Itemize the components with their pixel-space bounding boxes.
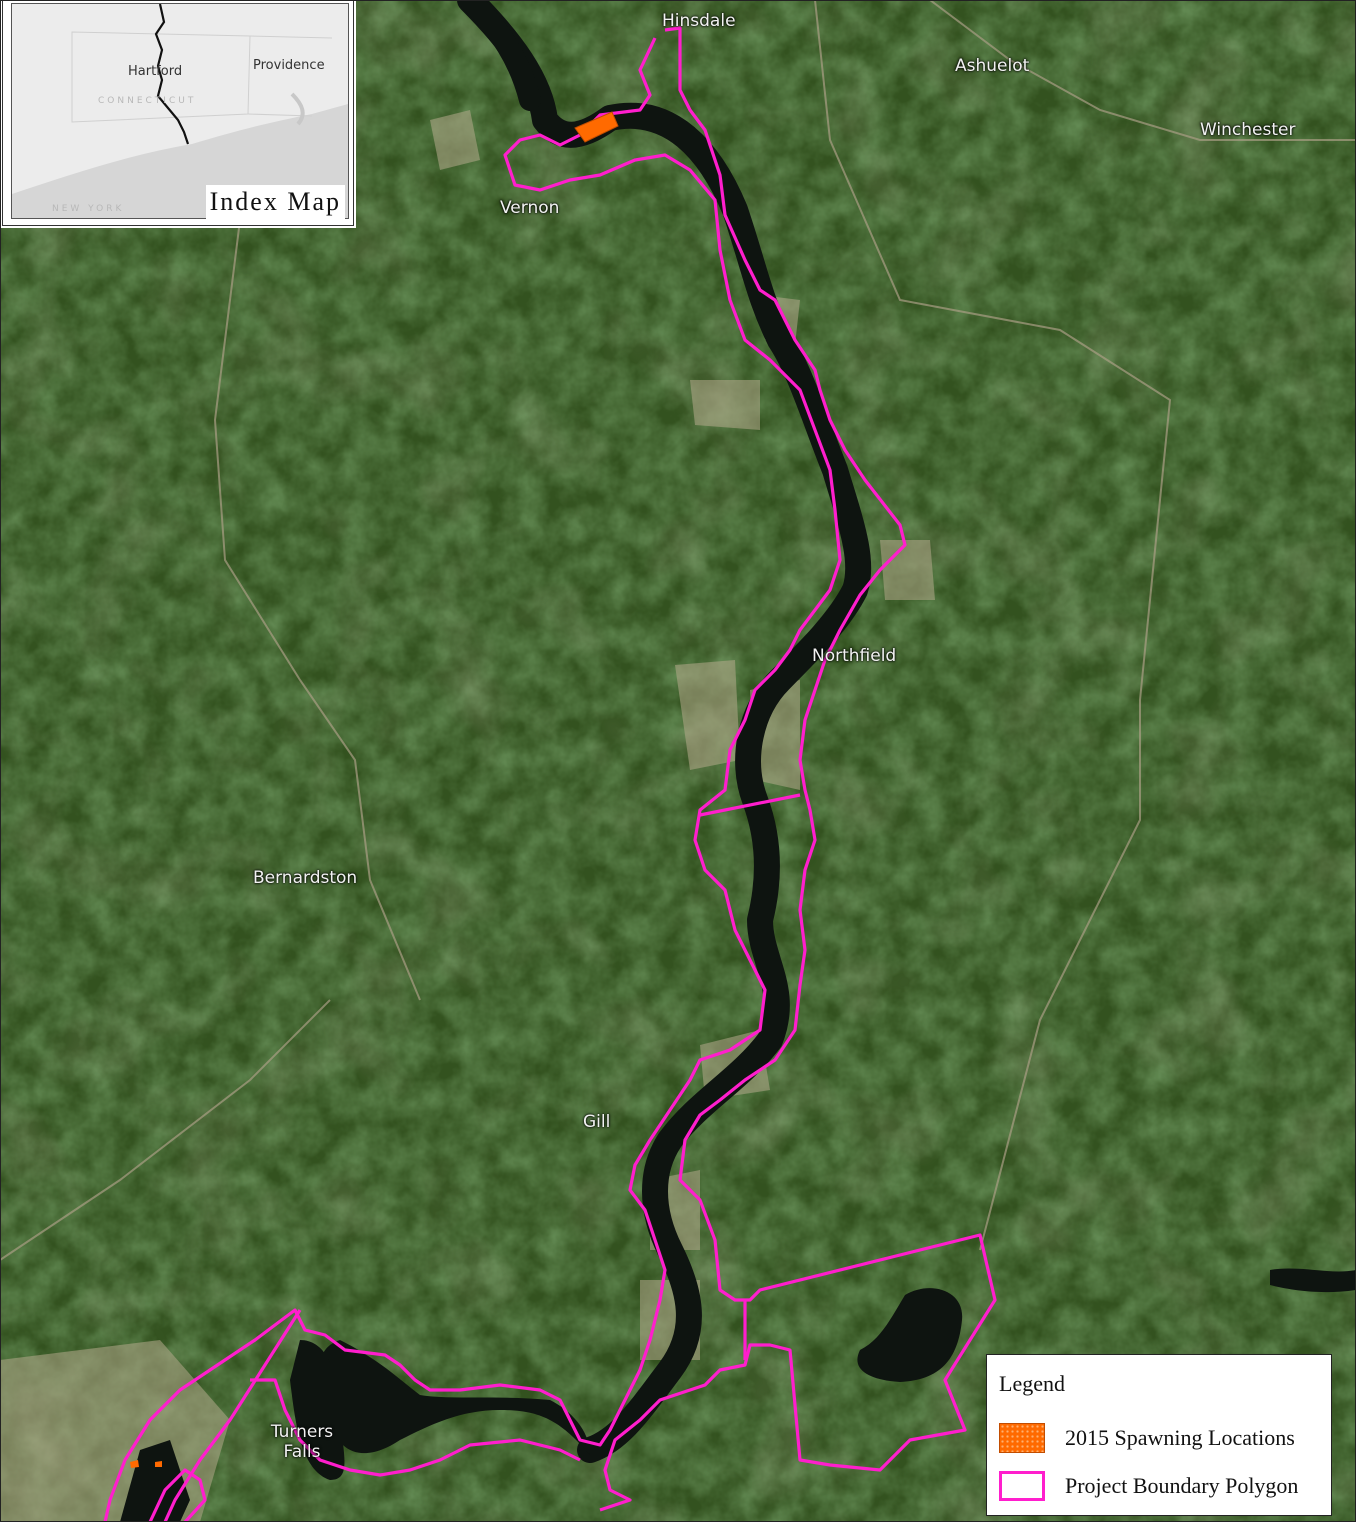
project-boundary xyxy=(103,26,997,1522)
index-map-label-new-york: NEW YORK xyxy=(52,204,125,214)
index-map-label-hartford: Hartford xyxy=(128,64,183,79)
legend-item-label: Project Boundary Polygon xyxy=(1065,1473,1299,1498)
legend-item-label: 2015 Spawning Locations xyxy=(1065,1425,1295,1450)
index-map-label-providence: Providence xyxy=(253,58,325,73)
map-legend: Legend 2015 Spawning Locations Project B… xyxy=(986,1354,1332,1516)
place-label-vernon: Vernon xyxy=(500,198,560,218)
index-map-inset: Hartford Providence CONNECTICUT NEW YORK… xyxy=(2,0,354,226)
turners-falls-pool xyxy=(320,1340,590,1455)
place-label-northfield: Northfield xyxy=(812,646,897,666)
legend-item-spawning: 2015 Spawning Locations xyxy=(999,1421,1295,1455)
place-label-winchester: Winchester xyxy=(1200,120,1296,140)
index-map-label-connecticut: CONNECTICUT xyxy=(98,96,197,106)
spawning-locations xyxy=(130,111,619,1468)
place-label-ashuelot: Ashuelot xyxy=(955,56,1030,76)
legend-title: Legend xyxy=(999,1371,1065,1396)
place-label-gill: Gill xyxy=(583,1112,611,1132)
boundary-swatch-icon xyxy=(999,1471,1045,1501)
spawning-swatch-icon xyxy=(999,1423,1045,1453)
roads xyxy=(0,0,1356,1261)
place-label-bernardston: Bernardston xyxy=(253,868,358,888)
place-label-turners-falls: Turners Falls xyxy=(270,1422,334,1463)
reservoir xyxy=(857,1288,963,1382)
place-label-hinsdale: Hinsdale xyxy=(662,11,736,31)
legend-item-boundary: Project Boundary Polygon xyxy=(999,1469,1298,1503)
river xyxy=(457,0,872,1463)
index-map-title: Index Map xyxy=(205,185,345,219)
